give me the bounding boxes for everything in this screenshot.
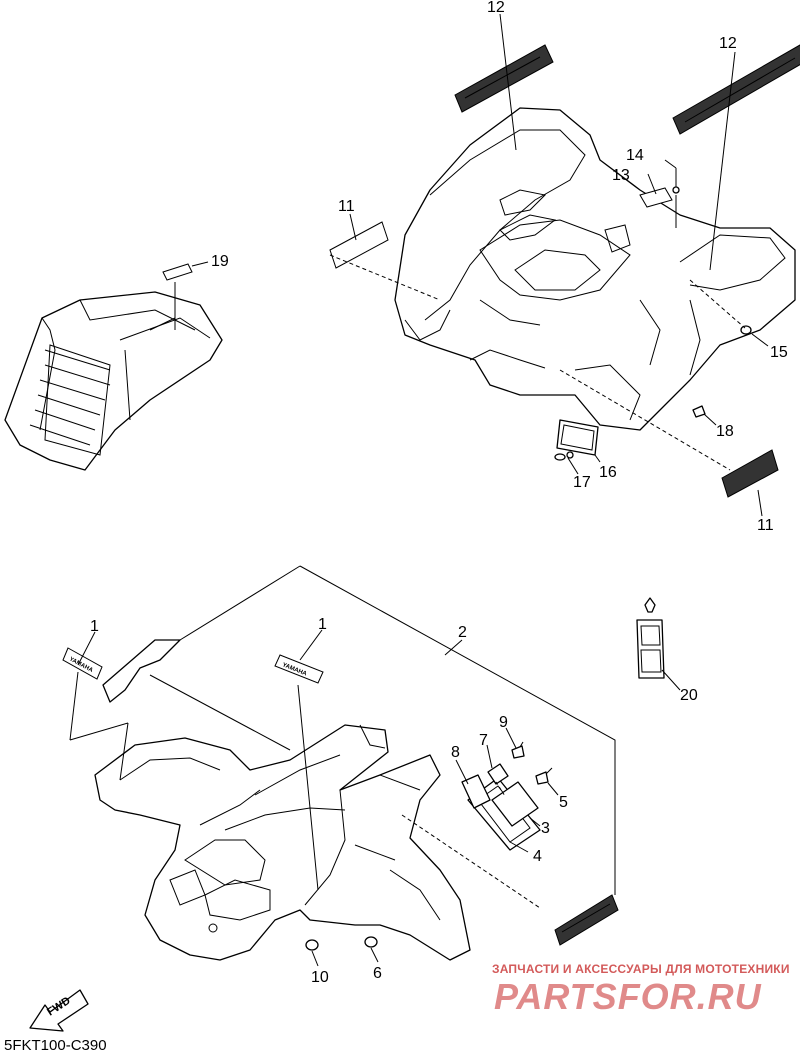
nut-15	[740, 325, 752, 335]
plate-7	[487, 763, 509, 785]
screw-9	[511, 741, 525, 759]
upper-leader-lines	[329, 13, 769, 517]
decal-12-left	[454, 44, 554, 113]
screw-18	[692, 405, 706, 418]
callout-1-left: 1	[90, 618, 99, 635]
callout-17: 17	[573, 474, 591, 491]
callout-8: 8	[451, 744, 460, 761]
decal-12-right	[672, 44, 800, 135]
callout-12-right: 12	[719, 35, 737, 52]
callout-6: 6	[373, 965, 382, 982]
callout-13: 13	[612, 167, 630, 184]
callout-18: 18	[716, 423, 734, 440]
emblem-1-left: YAMAHA	[62, 647, 103, 680]
callout-4: 4	[533, 848, 542, 865]
screw-5	[535, 767, 553, 785]
screw-17	[554, 451, 574, 461]
decal-11-upper	[329, 221, 389, 269]
callout-9: 9	[499, 714, 508, 731]
label-19	[162, 261, 209, 330]
rear-fender	[394, 107, 796, 431]
lower-leader-lines	[69, 565, 616, 967]
callout-14: 14	[626, 147, 644, 164]
callout-2: 2	[458, 624, 467, 641]
front-panel	[4, 291, 223, 471]
callout-3: 3	[541, 820, 550, 837]
callout-10: 10	[311, 969, 329, 986]
bolt-14	[672, 168, 680, 194]
callout-19: 19	[211, 253, 229, 270]
callouts: 12 12 14 13 11 19 15 18 16 17 11 1 1 2 2…	[90, 0, 788, 986]
left-side-patch	[102, 639, 181, 703]
small-plate-13	[639, 187, 673, 208]
diagram-code: 5FKT100-C390	[4, 1037, 107, 1054]
watermark-tagline: ЗАПЧАСТИ И АКСЕССУАРЫ ДЛЯ МОТОТЕХНИКИ	[492, 962, 790, 976]
license-plate-bracket	[556, 419, 599, 456]
callout-11-upper: 11	[338, 198, 355, 215]
callout-12-left: 12	[487, 0, 505, 16]
nut-10	[305, 939, 319, 951]
fwd-arrow-icon: FWD	[29, 989, 89, 1032]
callout-7: 7	[479, 732, 488, 749]
callout-5: 5	[559, 794, 568, 811]
decal-11-lower	[721, 449, 779, 498]
callout-1-center: 1	[318, 616, 327, 633]
callout-20: 20	[680, 687, 698, 704]
callout-16: 16	[599, 464, 617, 481]
plate-8	[461, 774, 491, 809]
emblem-1-center: YAMAHA	[274, 654, 324, 684]
front-fender-decal	[554, 894, 619, 946]
front-fender	[94, 724, 471, 961]
callout-15: 15	[770, 344, 788, 361]
nut-6	[364, 936, 378, 948]
caution-tag-20	[636, 597, 681, 691]
watermark-logo: PARTSFOR.RU	[494, 976, 762, 1017]
callout-11-lower: 11	[757, 517, 774, 534]
